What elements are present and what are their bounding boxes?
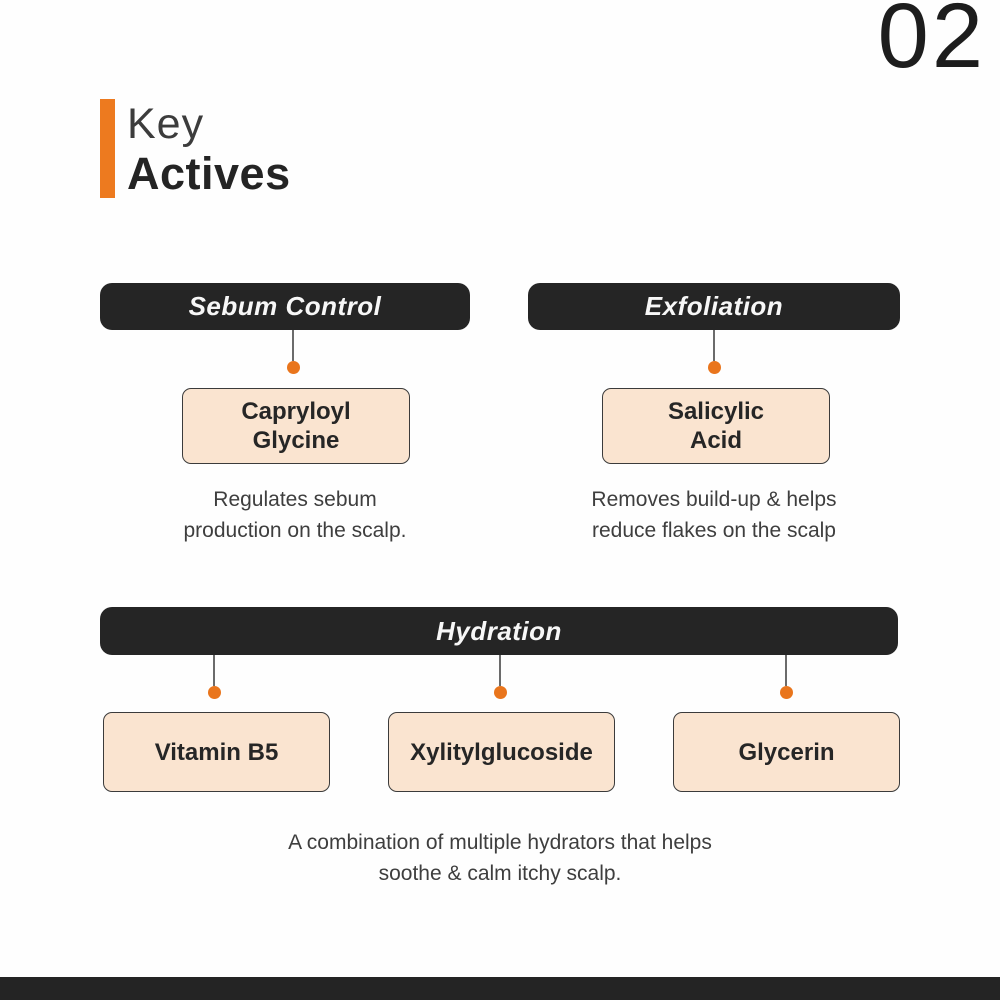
connector-dot xyxy=(208,686,221,699)
ingredient-box-glycerin: Glycerin xyxy=(673,712,900,792)
connector-line xyxy=(499,655,501,686)
group-header-hydration: Hydration xyxy=(100,607,898,655)
ingredient-box-xylitylglucoside: Xylitylglucoside xyxy=(388,712,615,792)
page-number: 02 xyxy=(877,0,986,87)
connector-line xyxy=(785,655,787,686)
connector-dot xyxy=(708,361,721,374)
page-title: Key Actives xyxy=(127,99,291,199)
title-block: Key Actives xyxy=(100,99,291,199)
group-header-sebum-control: Sebum Control xyxy=(100,283,470,330)
group-description-sebum-control: Regulates sebum production on the scalp. xyxy=(183,488,407,542)
page-title-line2: Actives xyxy=(127,148,291,199)
group-header-exfoliation: Exfoliation xyxy=(528,283,900,330)
connector-dot xyxy=(494,686,507,699)
connector-line xyxy=(213,655,215,686)
bottom-bar xyxy=(0,977,1000,1000)
page-title-line1: Key xyxy=(127,100,205,148)
ingredient-box-vitamin-b5: Vitamin B5 xyxy=(103,712,330,792)
connector-dot xyxy=(780,686,793,699)
title-accent-bar xyxy=(100,99,115,198)
ingredient-box-salicylic-acid: Salicylic Acid xyxy=(602,388,830,464)
connector-line xyxy=(292,330,294,361)
ingredient-box-capryloyl-glycine: Capryloyl Glycine xyxy=(182,388,410,464)
connector-dot xyxy=(287,361,300,374)
group-description-hydration: A combination of multiple hydrators that… xyxy=(288,831,712,885)
connector-line xyxy=(713,330,715,361)
group-description-exfoliation: Removes build-up & helps reduce flakes o… xyxy=(591,488,837,542)
